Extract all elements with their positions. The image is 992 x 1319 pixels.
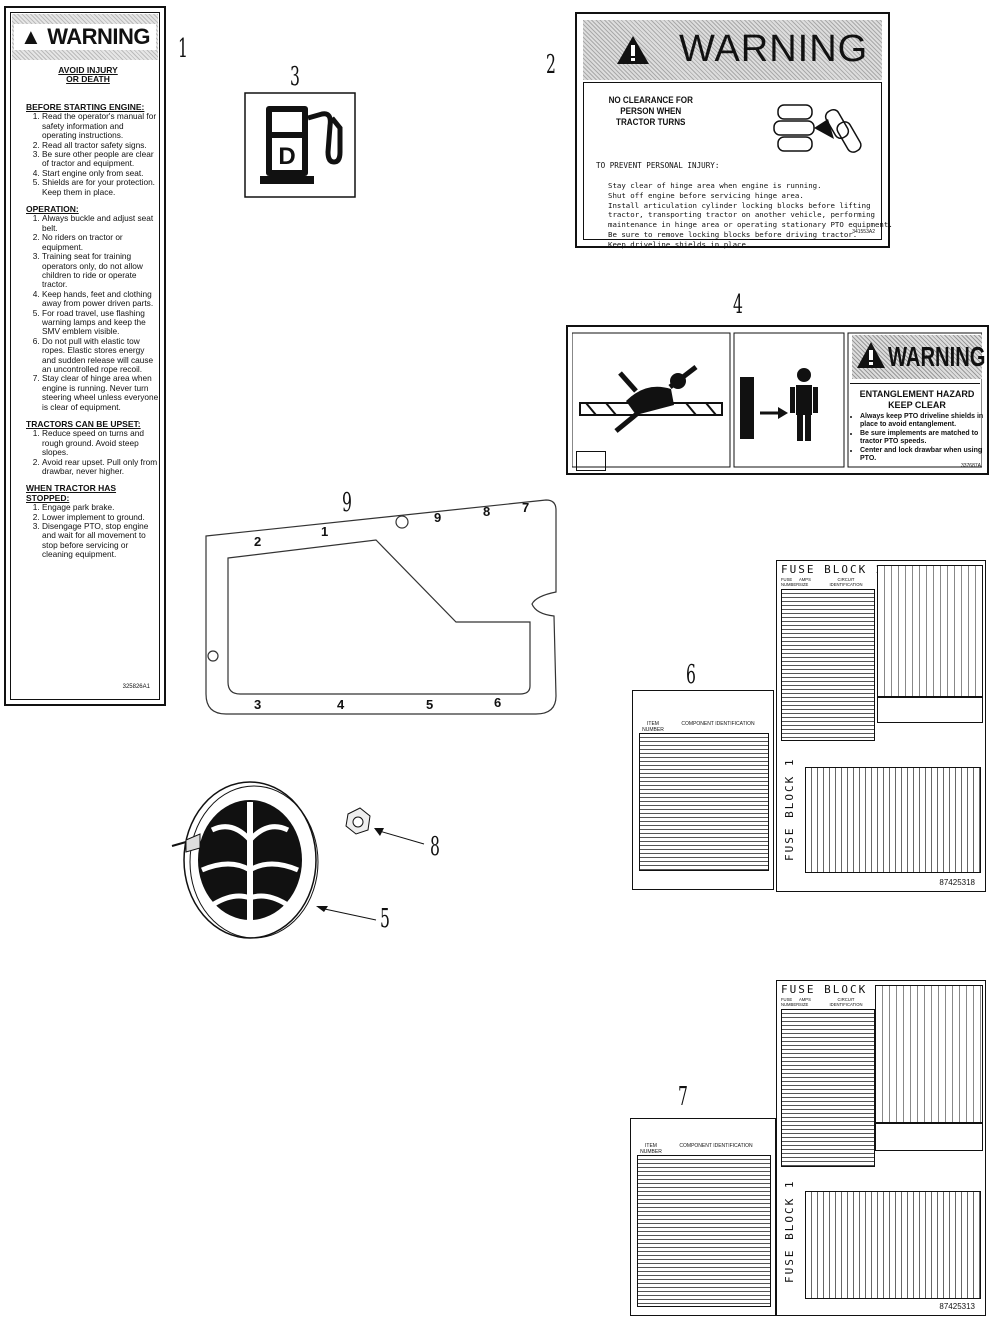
decal1-sections: BEFORE STARTING ENGINE: Read the operato… bbox=[26, 102, 160, 560]
warning-triangle-icon bbox=[617, 36, 649, 64]
decal1-title: AVOID INJURY OR DEATH bbox=[58, 65, 118, 85]
callout-5: 5 bbox=[380, 904, 390, 934]
decal2-body: NO CLEARANCE FOR PERSON WHEN TRACTOR TUR… bbox=[583, 82, 893, 249]
entanglement-pictogram-icon bbox=[579, 365, 723, 433]
diesel-letter: D bbox=[278, 143, 295, 170]
manual-book-icon bbox=[576, 451, 606, 471]
warning-triangle-icon: ▲ bbox=[16, 24, 45, 49]
gasket-point-4: 4 bbox=[337, 697, 345, 712]
fuse-panel-diagram bbox=[875, 985, 983, 1123]
articulation-hinge-icon bbox=[773, 104, 862, 153]
callout-6: 6 bbox=[686, 660, 696, 690]
gasket-point-2: 2 bbox=[254, 534, 262, 549]
entanglement-warning-decal: WARNING ENTANGLEMENT HAZARD KEEP CLEAR A… bbox=[566, 325, 989, 475]
gasket-point-1: 1 bbox=[321, 524, 329, 539]
component-table-decal-7: ITEM NUMBER COMPONENT IDENTIFICATION bbox=[630, 1118, 776, 1316]
warning-triangle-icon bbox=[857, 342, 885, 368]
gasket-point-9: 9 bbox=[434, 510, 442, 525]
callout-4: 4 bbox=[733, 290, 743, 320]
callout-3: 3 bbox=[290, 62, 300, 92]
gasket-point-6: 6 bbox=[494, 695, 502, 710]
decal2-instructions: Stay clear of hinge area when engine is … bbox=[608, 181, 893, 249]
callout-2: 2 bbox=[546, 50, 556, 80]
keep-clear-pictogram-icon bbox=[740, 368, 818, 441]
warning-decal-2: WARNING NO CLEARANCE FOR PERSON WHEN TRA… bbox=[575, 12, 893, 249]
hazard-bullets: Always keep PTO driveline shields in pla… bbox=[852, 413, 986, 463]
gasket-outline bbox=[205, 499, 557, 715]
diesel-fuel-decal: D bbox=[244, 92, 356, 198]
callout-1: 1 bbox=[178, 34, 188, 64]
warning-header: WARNING bbox=[852, 335, 985, 379]
part-number: 341553A2 bbox=[852, 229, 875, 235]
callout-7: 7 bbox=[678, 1082, 688, 1112]
emblem-and-nut bbox=[171, 781, 425, 939]
fuel-pump-icon bbox=[260, 106, 343, 184]
part-number: 87425313 bbox=[939, 1302, 975, 1311]
component-table-decal-6: ITEM NUMBER COMPONENT IDENTIFICATION bbox=[632, 690, 774, 890]
hex-nut-icon bbox=[345, 807, 371, 835]
part-number: 325826A1 bbox=[122, 684, 150, 690]
fuse-panel-diagram bbox=[877, 565, 983, 697]
hazard-title: ENTANGLEMENT HAZARD KEEP CLEAR bbox=[859, 389, 975, 410]
callout-8: 8 bbox=[430, 832, 440, 862]
fuse-block-decal-6: FUSE BLOCK 2 FUSE NUMBER AMPS SIZE CIRCU… bbox=[776, 560, 986, 892]
part-number: 337687A bbox=[960, 463, 981, 469]
callout-9: 9 bbox=[342, 488, 352, 518]
mounting-stud-icon bbox=[171, 833, 201, 853]
warning-decal-1: ▲WARNING AVOID INJURY OR DEATH BEFORE ST… bbox=[4, 6, 166, 706]
part-number: 87425318 bbox=[939, 878, 975, 887]
warning-header: WARNING bbox=[583, 20, 882, 80]
gasket-point-3: 3 bbox=[254, 697, 262, 712]
warning-header: ▲WARNING bbox=[12, 14, 158, 60]
fuse-block-decal-7: FUSE BLOCK 2 FUSE NUMBER AMPS SIZE CIRCU… bbox=[776, 980, 986, 1316]
gasket-point-5: 5 bbox=[426, 697, 434, 712]
gasket-point-8: 8 bbox=[483, 504, 491, 519]
leaf-emblem-icon bbox=[198, 800, 302, 920]
gasket-point-7: 7 bbox=[522, 500, 530, 515]
